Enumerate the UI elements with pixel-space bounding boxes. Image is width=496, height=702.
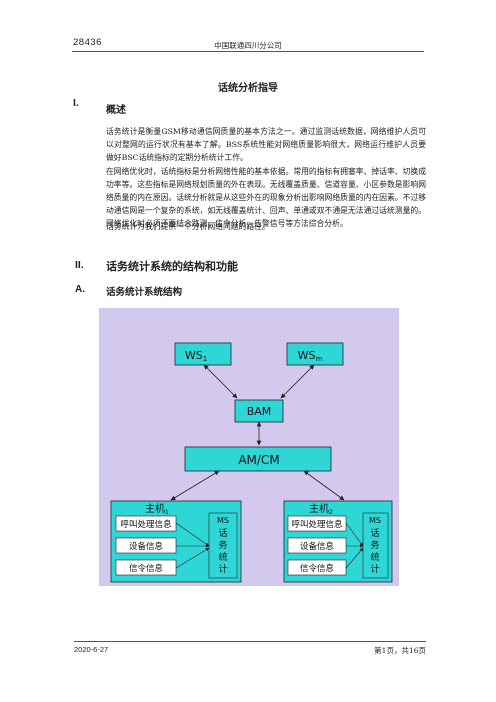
svg-text:务: 务 — [218, 539, 227, 551]
wsm-node: WSm — [286, 342, 344, 366]
subsection-title: 话务统计系统结构 — [106, 287, 183, 298]
svg-text:MS: MS — [217, 516, 229, 525]
svg-text:AM/CM: AM/CM — [238, 453, 279, 467]
section-title: 话务统计系统的结构和功能 — [106, 260, 238, 273]
subsection-number: A. — [75, 284, 85, 295]
host1-node: 主机1 呼叫处理信息 设备信息 信令信息 MS 话 务 统 计 — [110, 500, 242, 583]
connectors — [170, 364, 345, 501]
doc-code: 28436 — [73, 37, 102, 48]
header-rule — [72, 51, 424, 52]
svg-text:主机1: 主机1 — [145, 502, 169, 516]
section-number: I. — [73, 97, 79, 109]
ws1-node: WS1 — [174, 342, 232, 366]
page-number: 第1页，共16页 — [374, 646, 426, 655]
svg-text:设备信息: 设备信息 — [129, 541, 164, 552]
footer-rule — [74, 641, 426, 642]
bam-node: BAM — [234, 399, 284, 423]
svg-text:呼叫处理信息: 呼叫处理信息 — [291, 519, 343, 530]
paragraph: 话务统计为我们提供一个分析网络问题的路径。 — [106, 222, 270, 231]
svg-text:WSm: WSm — [298, 349, 323, 363]
svg-text:呼叫处理信息: 呼叫处理信息 — [120, 519, 172, 530]
footer-date: 2020-6-27 — [74, 645, 109, 654]
host2-node: 主机2 呼叫处理信息 设备信息 信令信息 MS 话 务 统 计 — [283, 500, 393, 583]
wsm-bam-link — [280, 364, 315, 399]
svg-text:话: 话 — [218, 527, 227, 539]
svg-text:BAM: BAM — [247, 405, 272, 418]
document-title: 话统分析指导 — [218, 83, 278, 94]
svg-text:主机2: 主机2 — [309, 502, 333, 516]
paragraph: 在网络优化时，话统指标是分析网络性能的基本依据。常用的指标有拥塞率、掉话率、切换… — [106, 167, 426, 228]
section-number: II. — [75, 259, 84, 271]
svg-text:务: 务 — [370, 539, 379, 551]
svg-text:话: 话 — [370, 527, 379, 539]
svg-text:信令信息: 信令信息 — [129, 563, 164, 574]
section-title: 概述 — [106, 105, 126, 116]
svg-text:统: 统 — [218, 551, 227, 563]
svg-text:信令信息: 信令信息 — [300, 563, 335, 574]
svg-text:MS: MS — [369, 516, 381, 525]
svg-text:计: 计 — [218, 563, 227, 575]
amcm-node: AM/CM — [184, 446, 332, 472]
amcm-host2-link — [303, 470, 345, 501]
paragraph: 话务统计是衡量GSM移动通信网质量的基本方法之一。通过监测话统数据，网络维护人员… — [106, 127, 426, 162]
header-company: 中国联通四川分公司 — [214, 41, 282, 50]
amcm-host1-link — [170, 470, 220, 501]
ws1-bam-link — [203, 364, 238, 399]
svg-text:设备信息: 设备信息 — [300, 541, 335, 552]
svg-text:WS1: WS1 — [185, 349, 207, 363]
diagram-canvas: WS1 WSm BAM AM/CM 主机1 呼叫处理信息 设备信息 信令信息 — [110, 342, 393, 583]
svg-text:统: 统 — [370, 551, 379, 563]
svg-text:计: 计 — [370, 563, 379, 575]
system-structure-diagram: WS1 WSm BAM AM/CM 主机1 呼叫处理信息 设备信息 信令信息 — [99, 308, 399, 586]
